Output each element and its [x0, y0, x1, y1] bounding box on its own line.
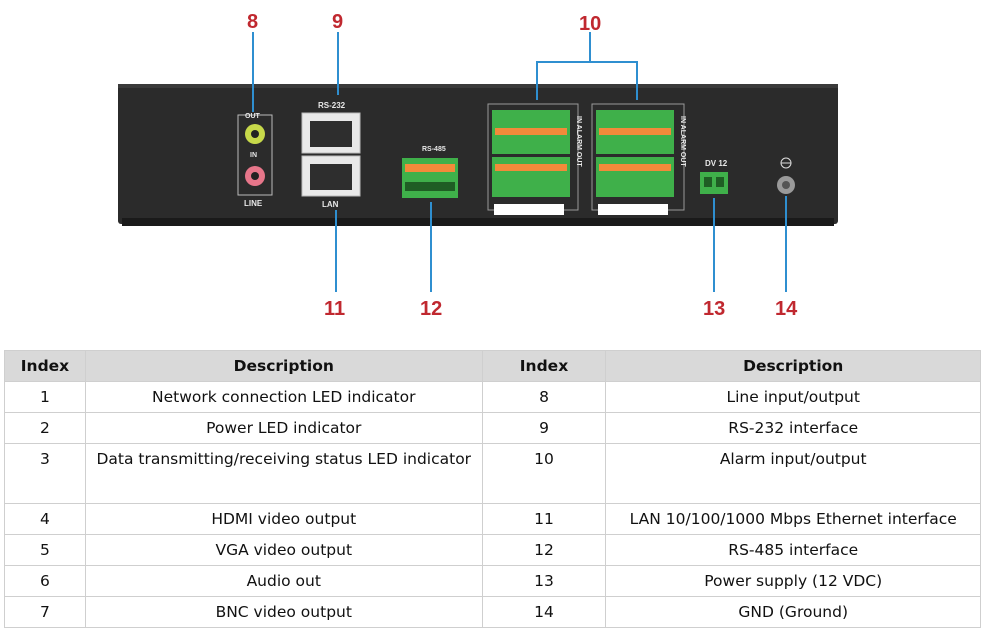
cell-index: 13 — [481, 565, 607, 597]
audio-in-jack-hole — [251, 172, 259, 180]
header-description-right: Description — [605, 350, 981, 382]
alarm-block-b-lower-clamps — [599, 164, 671, 171]
cell-index: 3 — [4, 443, 86, 504]
alarm-block-a-white-strip — [494, 204, 564, 215]
device-rear-panel-diagram: OUT IN LINE RS-232 LAN RS-485 IN ALARM O… — [118, 11, 838, 320]
cell-description: Network connection LED indicator — [84, 381, 483, 413]
table-row: 6 Audio out 13 Power supply (12 VDC) — [4, 565, 981, 597]
cell-description: BNC video output — [84, 596, 483, 628]
cell-index: 4 — [4, 503, 86, 535]
header-index-left: Index — [4, 350, 86, 382]
table-header-row: Index Description Index Description — [4, 350, 981, 382]
cell-description: Audio out — [84, 565, 483, 597]
callout-12: 12 — [420, 298, 442, 320]
chassis-bottom-edge — [122, 218, 834, 226]
alarm-block-b-lower — [596, 157, 674, 197]
device-chassis — [118, 84, 838, 224]
cell-index: 11 — [481, 503, 607, 535]
table-row: 7 BNC video output 14 GND (Ground) — [4, 596, 981, 628]
header-index-right: Index — [481, 350, 607, 382]
cell-index: 5 — [4, 534, 86, 566]
leader-10 — [536, 61, 638, 100]
lan-port-opening — [310, 164, 352, 190]
cell-index: 6 — [4, 565, 86, 597]
cell-description: VGA video output — [84, 534, 483, 566]
callout-14: 14 — [775, 298, 798, 320]
rs485-label: RS-485 — [422, 146, 446, 153]
alarm-block-b-white-strip — [598, 204, 668, 215]
table-row: 4 HDMI video output 11 LAN 10/100/1000 M… — [4, 503, 981, 535]
lan-label: LAN — [322, 200, 339, 209]
cell-description: RS-232 interface — [605, 412, 981, 444]
rs232-label: RS-232 — [318, 101, 346, 110]
callout-13: 13 — [703, 298, 725, 320]
cell-index: 8 — [481, 381, 607, 413]
header-description-left: Description — [84, 350, 483, 382]
cell-index: 14 — [481, 596, 607, 628]
power-terminal-hole-2 — [716, 177, 724, 187]
alarm-block-a-label: IN ALARM OUT — [575, 116, 582, 167]
cell-index: 9 — [481, 412, 607, 444]
cell-description: Power supply (12 VDC) — [605, 565, 981, 597]
callout-11: 11 — [324, 298, 345, 320]
cell-description: Data transmitting/receiving status LED i… — [84, 443, 483, 504]
rs485-terminal-clamps — [405, 164, 455, 172]
cell-description: HDMI video output — [84, 503, 483, 535]
alarm-block-a-upper-clamps — [495, 128, 567, 135]
audio-out-label: OUT — [245, 113, 261, 120]
alarm-block-a-lower-clamps — [495, 164, 567, 171]
cell-index: 1 — [4, 381, 86, 413]
ground-screw-center — [782, 181, 790, 189]
callout-10: 10 — [579, 13, 601, 35]
rs232-port-opening — [310, 121, 352, 147]
index-description-table: Index Description Index Description 1 Ne… — [4, 350, 981, 628]
cell-index: 2 — [4, 412, 86, 444]
cell-index: 12 — [481, 534, 607, 566]
audio-out-jack-hole — [251, 130, 259, 138]
power-terminal-hole-1 — [704, 177, 712, 187]
cell-index: 7 — [4, 596, 86, 628]
alarm-block-b-upper-clamps — [599, 128, 671, 135]
callout-9: 9 — [332, 11, 343, 33]
alarm-block-b-label: IN ALARM OUT — [679, 116, 686, 167]
table-row: 3 Data transmitting/receiving status LED… — [4, 443, 981, 504]
alarm-block-a-lower — [492, 157, 570, 197]
table-row: 2 Power LED indicator 9 RS-232 interface — [4, 412, 981, 444]
line-label: LINE — [244, 199, 263, 208]
cell-description: Power LED indicator — [84, 412, 483, 444]
chassis-top-edge — [118, 84, 838, 88]
cell-description: Line input/output — [605, 381, 981, 413]
dv12-label: DV 12 — [705, 159, 728, 168]
cell-description: Alarm input/output — [605, 443, 981, 504]
cell-description: RS-485 interface — [605, 534, 981, 566]
cell-description: LAN 10/100/1000 Mbps Ethernet interface — [605, 503, 981, 535]
cell-index: 10 — [481, 443, 607, 504]
table-row: 5 VGA video output 12 RS-485 interface — [4, 534, 981, 566]
rs485-terminal-holes — [405, 182, 455, 191]
audio-port-frame — [237, 114, 273, 196]
audio-in-label: IN — [250, 152, 257, 159]
table-row: 1 Network connection LED indicator 8 Lin… — [4, 381, 981, 413]
cell-description: GND (Ground) — [605, 596, 981, 628]
callout-8: 8 — [247, 11, 258, 33]
